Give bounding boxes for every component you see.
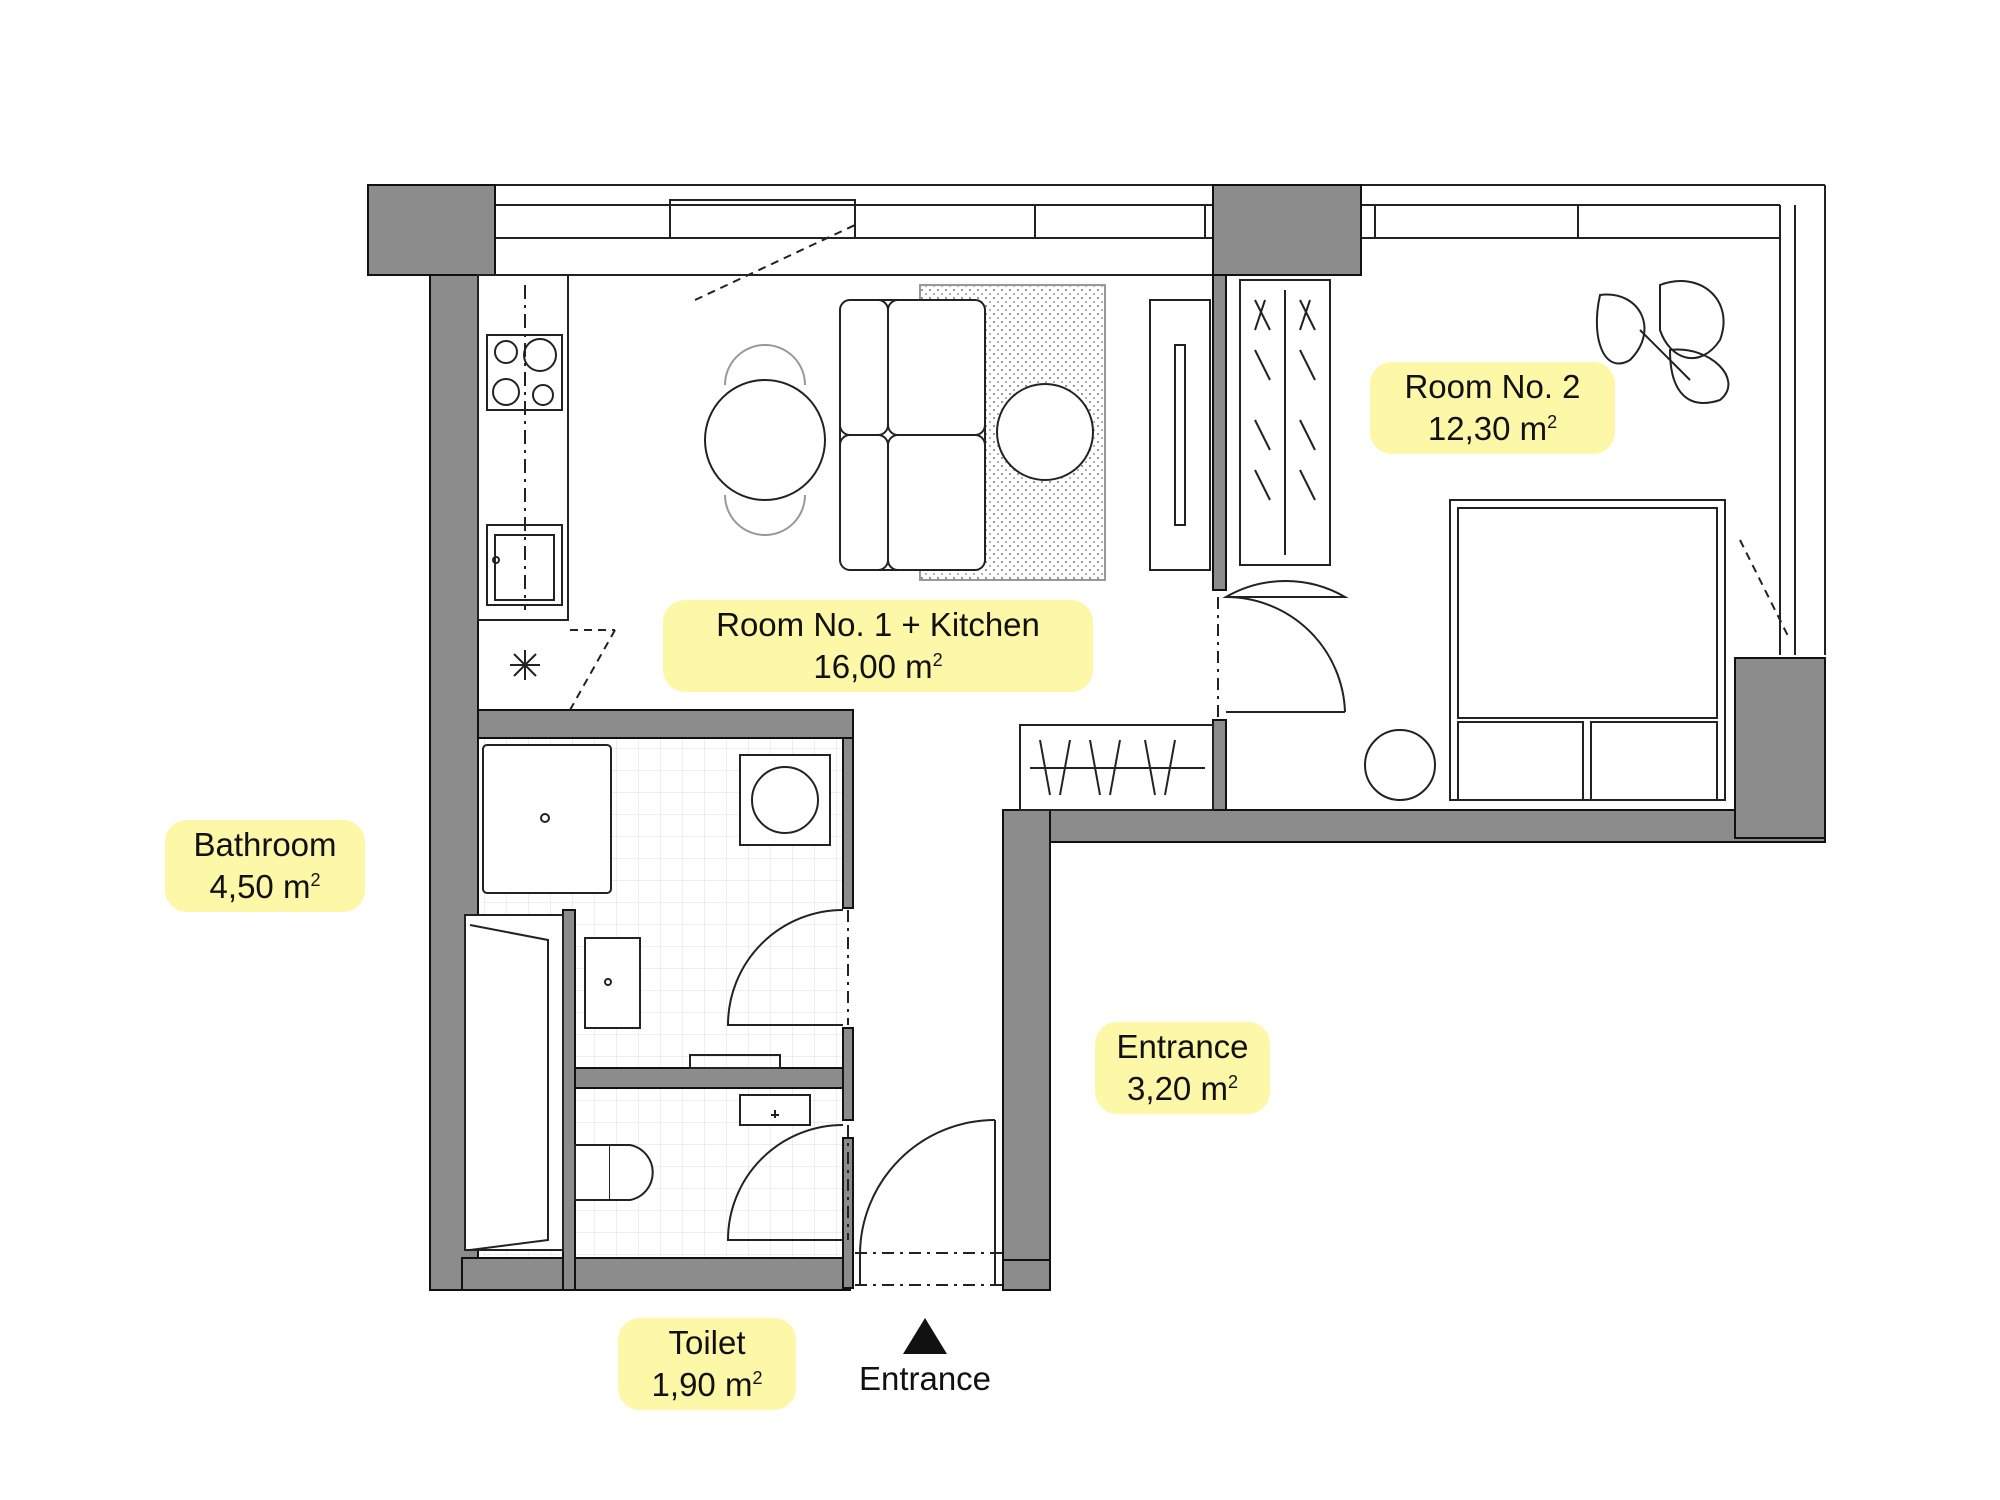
- dining-set: [704, 344, 826, 536]
- kitchen-counter: [477, 274, 569, 680]
- walls: [367, 184, 1826, 1291]
- bathroom-label: Bathroom 4,50 m2: [165, 820, 365, 912]
- room2-name: Room No. 2: [1404, 368, 1581, 405]
- wardrobe-room2: [1239, 279, 1331, 566]
- room1-name: Room No. 1 + Kitchen: [716, 606, 1040, 643]
- entrance-marker-label: Entrance: [858, 1360, 992, 1397]
- toilet-area: 1,90 m2: [651, 1366, 763, 1403]
- entrance-name: Entrance: [1116, 1028, 1249, 1065]
- bed: [1364, 499, 1726, 801]
- entrance-area: 3,20 m2: [1127, 1070, 1238, 1107]
- tv-unit: [1149, 299, 1211, 571]
- wardrobe-entrance: [1019, 724, 1214, 811]
- plant-icon: [1595, 280, 1730, 404]
- room1-label: Room No. 1 + Kitchen 16,00 m2: [663, 600, 1093, 692]
- bathroom-name: Bathroom: [193, 826, 337, 863]
- room2-label: Room No. 2 12,30 m2: [1370, 362, 1615, 454]
- facade-glazing: [495, 184, 1826, 655]
- toilet-name: Toilet: [668, 1324, 746, 1361]
- bathroom-fixtures: [464, 744, 831, 1251]
- bathroom-area: 4,50 m2: [209, 868, 321, 905]
- doors: [569, 224, 1791, 1286]
- room2-area: 12,30 m2: [1427, 410, 1558, 447]
- room1-area: 16,00 m2: [813, 648, 943, 685]
- toilet-fixtures: [574, 1094, 811, 1201]
- entrance-label: Entrance 3,20 m2: [1095, 1022, 1270, 1114]
- toilet-label: Toilet 1,90 m2: [618, 1318, 796, 1410]
- entrance-marker: Entrance: [845, 1318, 1005, 1398]
- living-area: [839, 284, 1106, 581]
- entrance-arrow-icon: [903, 1318, 947, 1354]
